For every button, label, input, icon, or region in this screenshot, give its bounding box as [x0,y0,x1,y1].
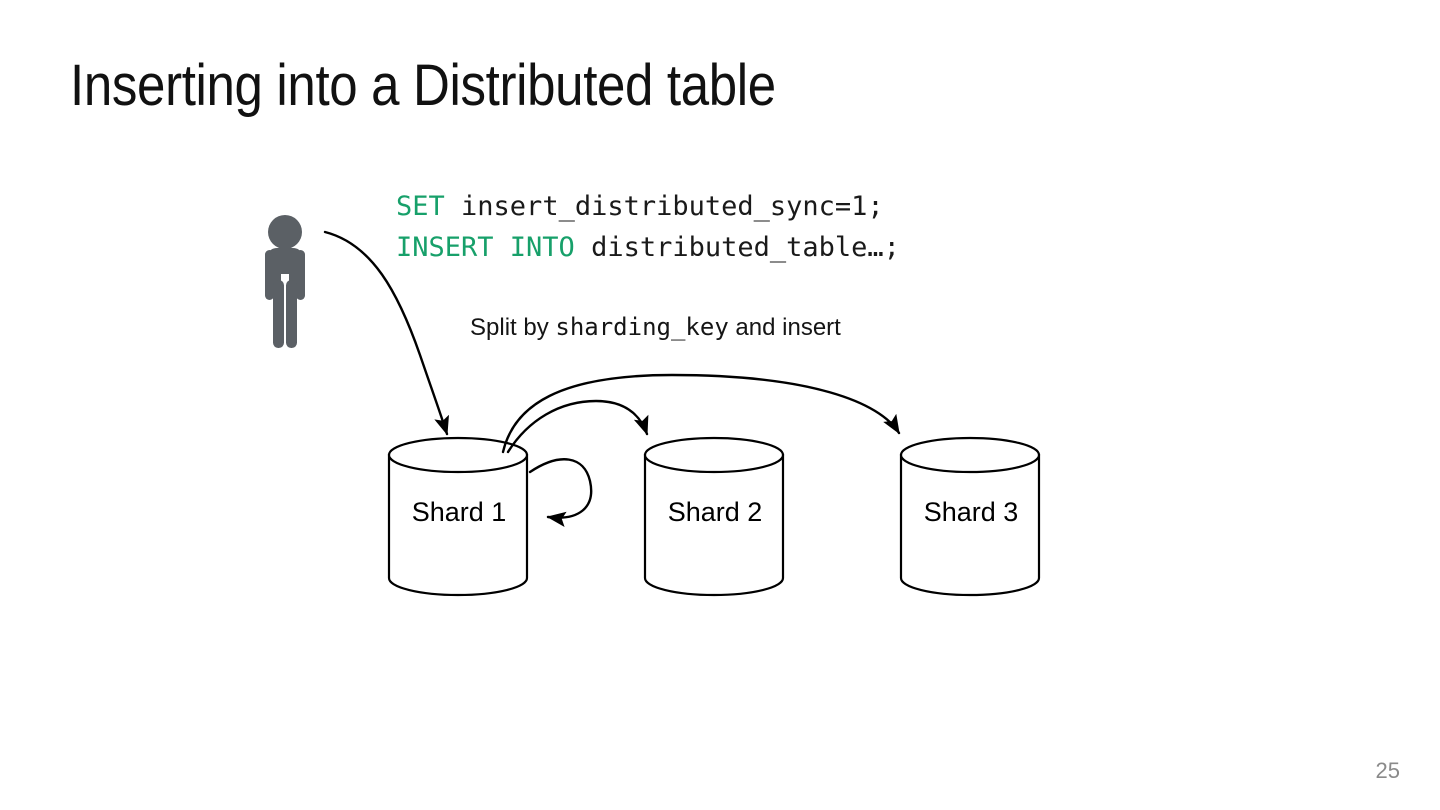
shard-label-1: Shard 1 [411,497,507,527]
split-caption-suffix: and insert [728,314,841,341]
sql-keyword-set: SET [396,191,445,222]
split-caption: Split by sharding_key and insert [470,310,841,345]
page-number: 25 [1375,758,1400,783]
arrow-shard1-to-shard2 [506,399,649,454]
arrow-shard1-to-shard3 [501,373,901,454]
split-caption-sharding-key: sharding_key [555,313,729,341]
arrow-shard1-to-shard1 [528,458,593,527]
split-caption-prefix: Split by [470,314,556,341]
sql-line-1-rest: insert_distributed_sync=1; [444,191,884,222]
sql-keyword-insert-into: INSERT INTO [396,232,575,263]
shard-label-2: Shard 2 [667,497,763,527]
page-title: Inserting into a Distributed table [70,53,776,118]
sql-code-block: SET insert_distributed_sync=1; INSERT IN… [396,186,900,268]
sql-line-2-rest: distributed_table…; [574,232,900,263]
shard-label-3: Shard 3 [923,497,1019,527]
person-icon [258,214,318,354]
